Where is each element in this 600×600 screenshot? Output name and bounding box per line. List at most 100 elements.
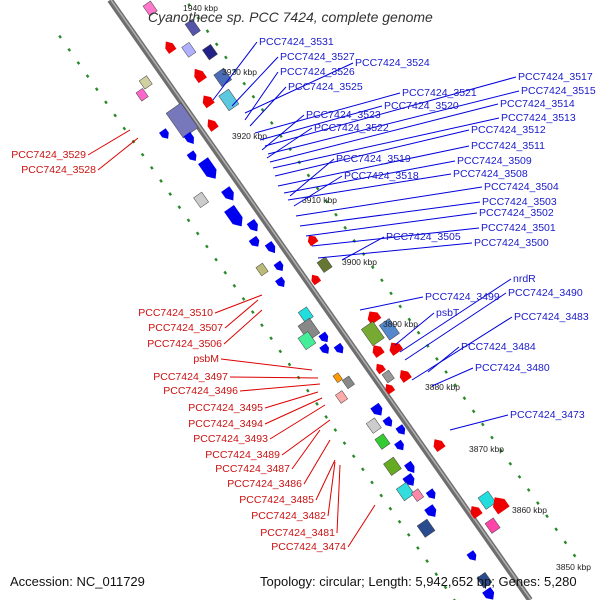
gene-label-right: PCC7424_3521 xyxy=(402,87,477,99)
tick-dot xyxy=(205,29,210,34)
tick-dot xyxy=(416,546,420,550)
leader-line xyxy=(283,160,456,194)
tick-dot xyxy=(453,383,458,388)
gene-arrow xyxy=(165,41,177,54)
leader-line xyxy=(311,227,480,247)
tick-dot xyxy=(443,585,448,590)
gene-arrow xyxy=(135,87,149,102)
gene-label-right: PCC7424_3503 xyxy=(482,196,557,208)
gene-arrow xyxy=(382,416,393,427)
tick-dot xyxy=(177,205,182,210)
tick-dot xyxy=(223,270,228,275)
gene-label-left: PCC7424_3493 xyxy=(193,433,268,445)
leader-line xyxy=(404,292,507,361)
gene-label-right: PCC7424_3508 xyxy=(453,168,528,180)
leader-line xyxy=(214,294,263,314)
gene-arrow xyxy=(484,517,501,534)
leader-line xyxy=(261,114,305,151)
gene-arrow xyxy=(341,375,355,390)
gene-arrow xyxy=(319,343,330,354)
gene-label-right: PCC7424_3499 xyxy=(425,291,500,303)
gene-arrow xyxy=(186,150,197,161)
gene-arrow xyxy=(372,345,385,358)
tick-dot xyxy=(471,409,476,414)
gene-arrow xyxy=(198,157,217,179)
gene-arrow xyxy=(470,506,483,519)
gene-arrow xyxy=(477,490,497,510)
gene-label-left: PCC7424_3495 xyxy=(188,402,263,414)
gene-arrow xyxy=(399,370,412,383)
leader-line xyxy=(291,429,321,470)
tick-label: 3870 kbp xyxy=(469,444,504,454)
gene-arrow xyxy=(248,235,260,247)
gene-arrow xyxy=(395,424,406,435)
gene-arrow xyxy=(183,131,194,145)
gene-label-right: PCC7424_3484 xyxy=(461,341,536,353)
gene-arrow xyxy=(385,384,396,395)
tick-dot xyxy=(490,435,494,440)
tick-dot xyxy=(333,428,338,432)
tick-dot xyxy=(250,310,255,314)
gene-label-left: PCC7424_3528 xyxy=(21,164,96,176)
tick-dot xyxy=(351,454,356,459)
leader-line xyxy=(295,186,483,217)
leader-line xyxy=(267,90,520,155)
tick-dot xyxy=(554,527,559,532)
tick-dot xyxy=(159,179,163,183)
tick-dot xyxy=(67,47,72,52)
tick-dot xyxy=(76,61,81,65)
tick-dot xyxy=(315,186,320,191)
gene-arrow xyxy=(273,260,284,272)
gene-arrow xyxy=(159,128,169,139)
gene-label-right: PCC7424_3525 xyxy=(288,81,363,93)
gene-label-right: PCC7424_3473 xyxy=(510,409,585,421)
tick-dot xyxy=(94,87,99,92)
tick-dot xyxy=(370,265,375,270)
tick-dot xyxy=(306,173,311,178)
tick-dot xyxy=(563,540,568,545)
tick-dot xyxy=(536,501,540,506)
leader-line xyxy=(264,391,319,409)
gene-arrow xyxy=(476,572,493,589)
gene-label-right: PCC7424_3480 xyxy=(475,362,550,374)
leader-line xyxy=(269,103,499,163)
gene-arrow xyxy=(376,363,386,375)
gene-arrow xyxy=(165,102,199,139)
leader-line xyxy=(281,419,331,456)
tick-label: 3880 kbp xyxy=(425,382,460,392)
tick-dot xyxy=(342,441,347,446)
tick-dot xyxy=(545,514,549,519)
tick-dot xyxy=(324,199,329,204)
gene-label-left: PCC7424_3487 xyxy=(215,463,290,475)
leader-line xyxy=(220,358,313,371)
tick-label: 3890 kbp xyxy=(383,319,418,329)
tick-dot xyxy=(334,212,338,217)
gene-arrow xyxy=(184,18,201,37)
gene-arrow xyxy=(381,369,395,384)
gene-label-left: PCC7424_3486 xyxy=(227,478,302,490)
gene-arrow xyxy=(193,191,209,209)
tick-dot xyxy=(572,553,577,558)
leader-line xyxy=(212,41,258,101)
gene-label-right: psbT xyxy=(436,307,460,319)
leader-line xyxy=(223,309,263,345)
gene-label-right: PCC7424_3501 xyxy=(481,222,556,234)
leader-line xyxy=(431,367,474,387)
tick-dot xyxy=(462,396,467,401)
leader-line xyxy=(293,175,343,207)
tick-dot xyxy=(260,323,264,328)
leader-line xyxy=(305,212,478,237)
gene-arrow xyxy=(425,488,436,499)
leader-line xyxy=(224,299,259,329)
tick-dot xyxy=(305,388,310,393)
tick-dot xyxy=(480,422,485,427)
genome-backbone xyxy=(107,0,533,600)
gene-label-left: PCC7424_3485 xyxy=(239,494,314,506)
gene-label-right: PCC7424_3522 xyxy=(314,122,389,134)
gene-arrow xyxy=(411,488,425,502)
gene-label-left: PCC7424_3510 xyxy=(138,307,213,319)
gene-arrow xyxy=(275,276,285,288)
gene-label-right: nrdR xyxy=(513,273,536,285)
gene-label-right: PCC7424_3512 xyxy=(471,124,546,136)
